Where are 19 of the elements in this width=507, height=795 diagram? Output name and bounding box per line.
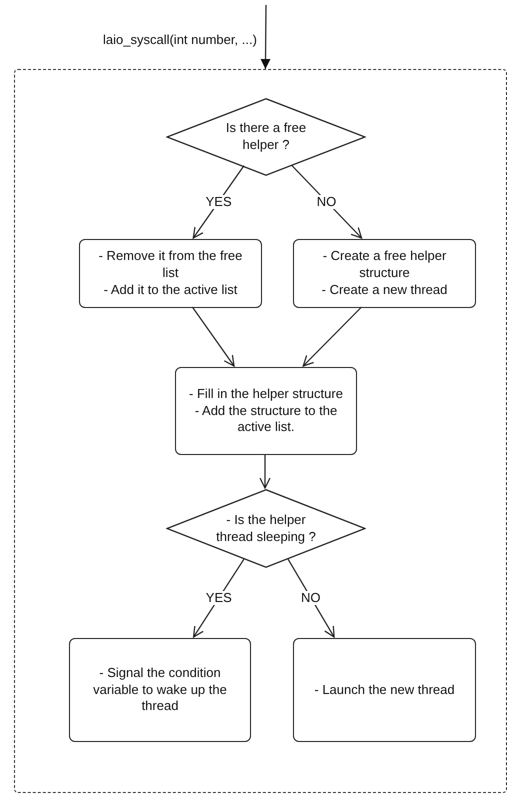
process-box: - Fill in the helper structure - Add the structure to the active list. — [175, 367, 357, 455]
arrow — [192, 306, 235, 367]
edge-label: NO — [300, 591, 322, 606]
process-box: - Launch the new thread — [293, 638, 476, 742]
process-box: - Create a free helper structure - Create a new thread — [293, 239, 476, 308]
edge-label: YES — [204, 194, 233, 210]
dashed-container — [14, 69, 507, 793]
process-box: - Signal the condition variable to wake up the thread — [69, 638, 251, 742]
arrow — [287, 558, 335, 638]
arrow — [302, 306, 362, 367]
edge-label: NO — [316, 194, 338, 210]
edge-label: YES — [204, 591, 233, 606]
decision-text: Is there a free helper ? — [224, 120, 308, 154]
arrow — [260, 5, 271, 69]
process-box: - Remove it from the free list - Add it to the active list — [79, 239, 262, 308]
function-call-label: laio_syscall(int number, ...) — [102, 33, 258, 48]
arrow — [292, 165, 362, 239]
arrow — [259, 454, 271, 489]
decision-text: - Is the helper thread sleeping ? — [215, 512, 317, 546]
